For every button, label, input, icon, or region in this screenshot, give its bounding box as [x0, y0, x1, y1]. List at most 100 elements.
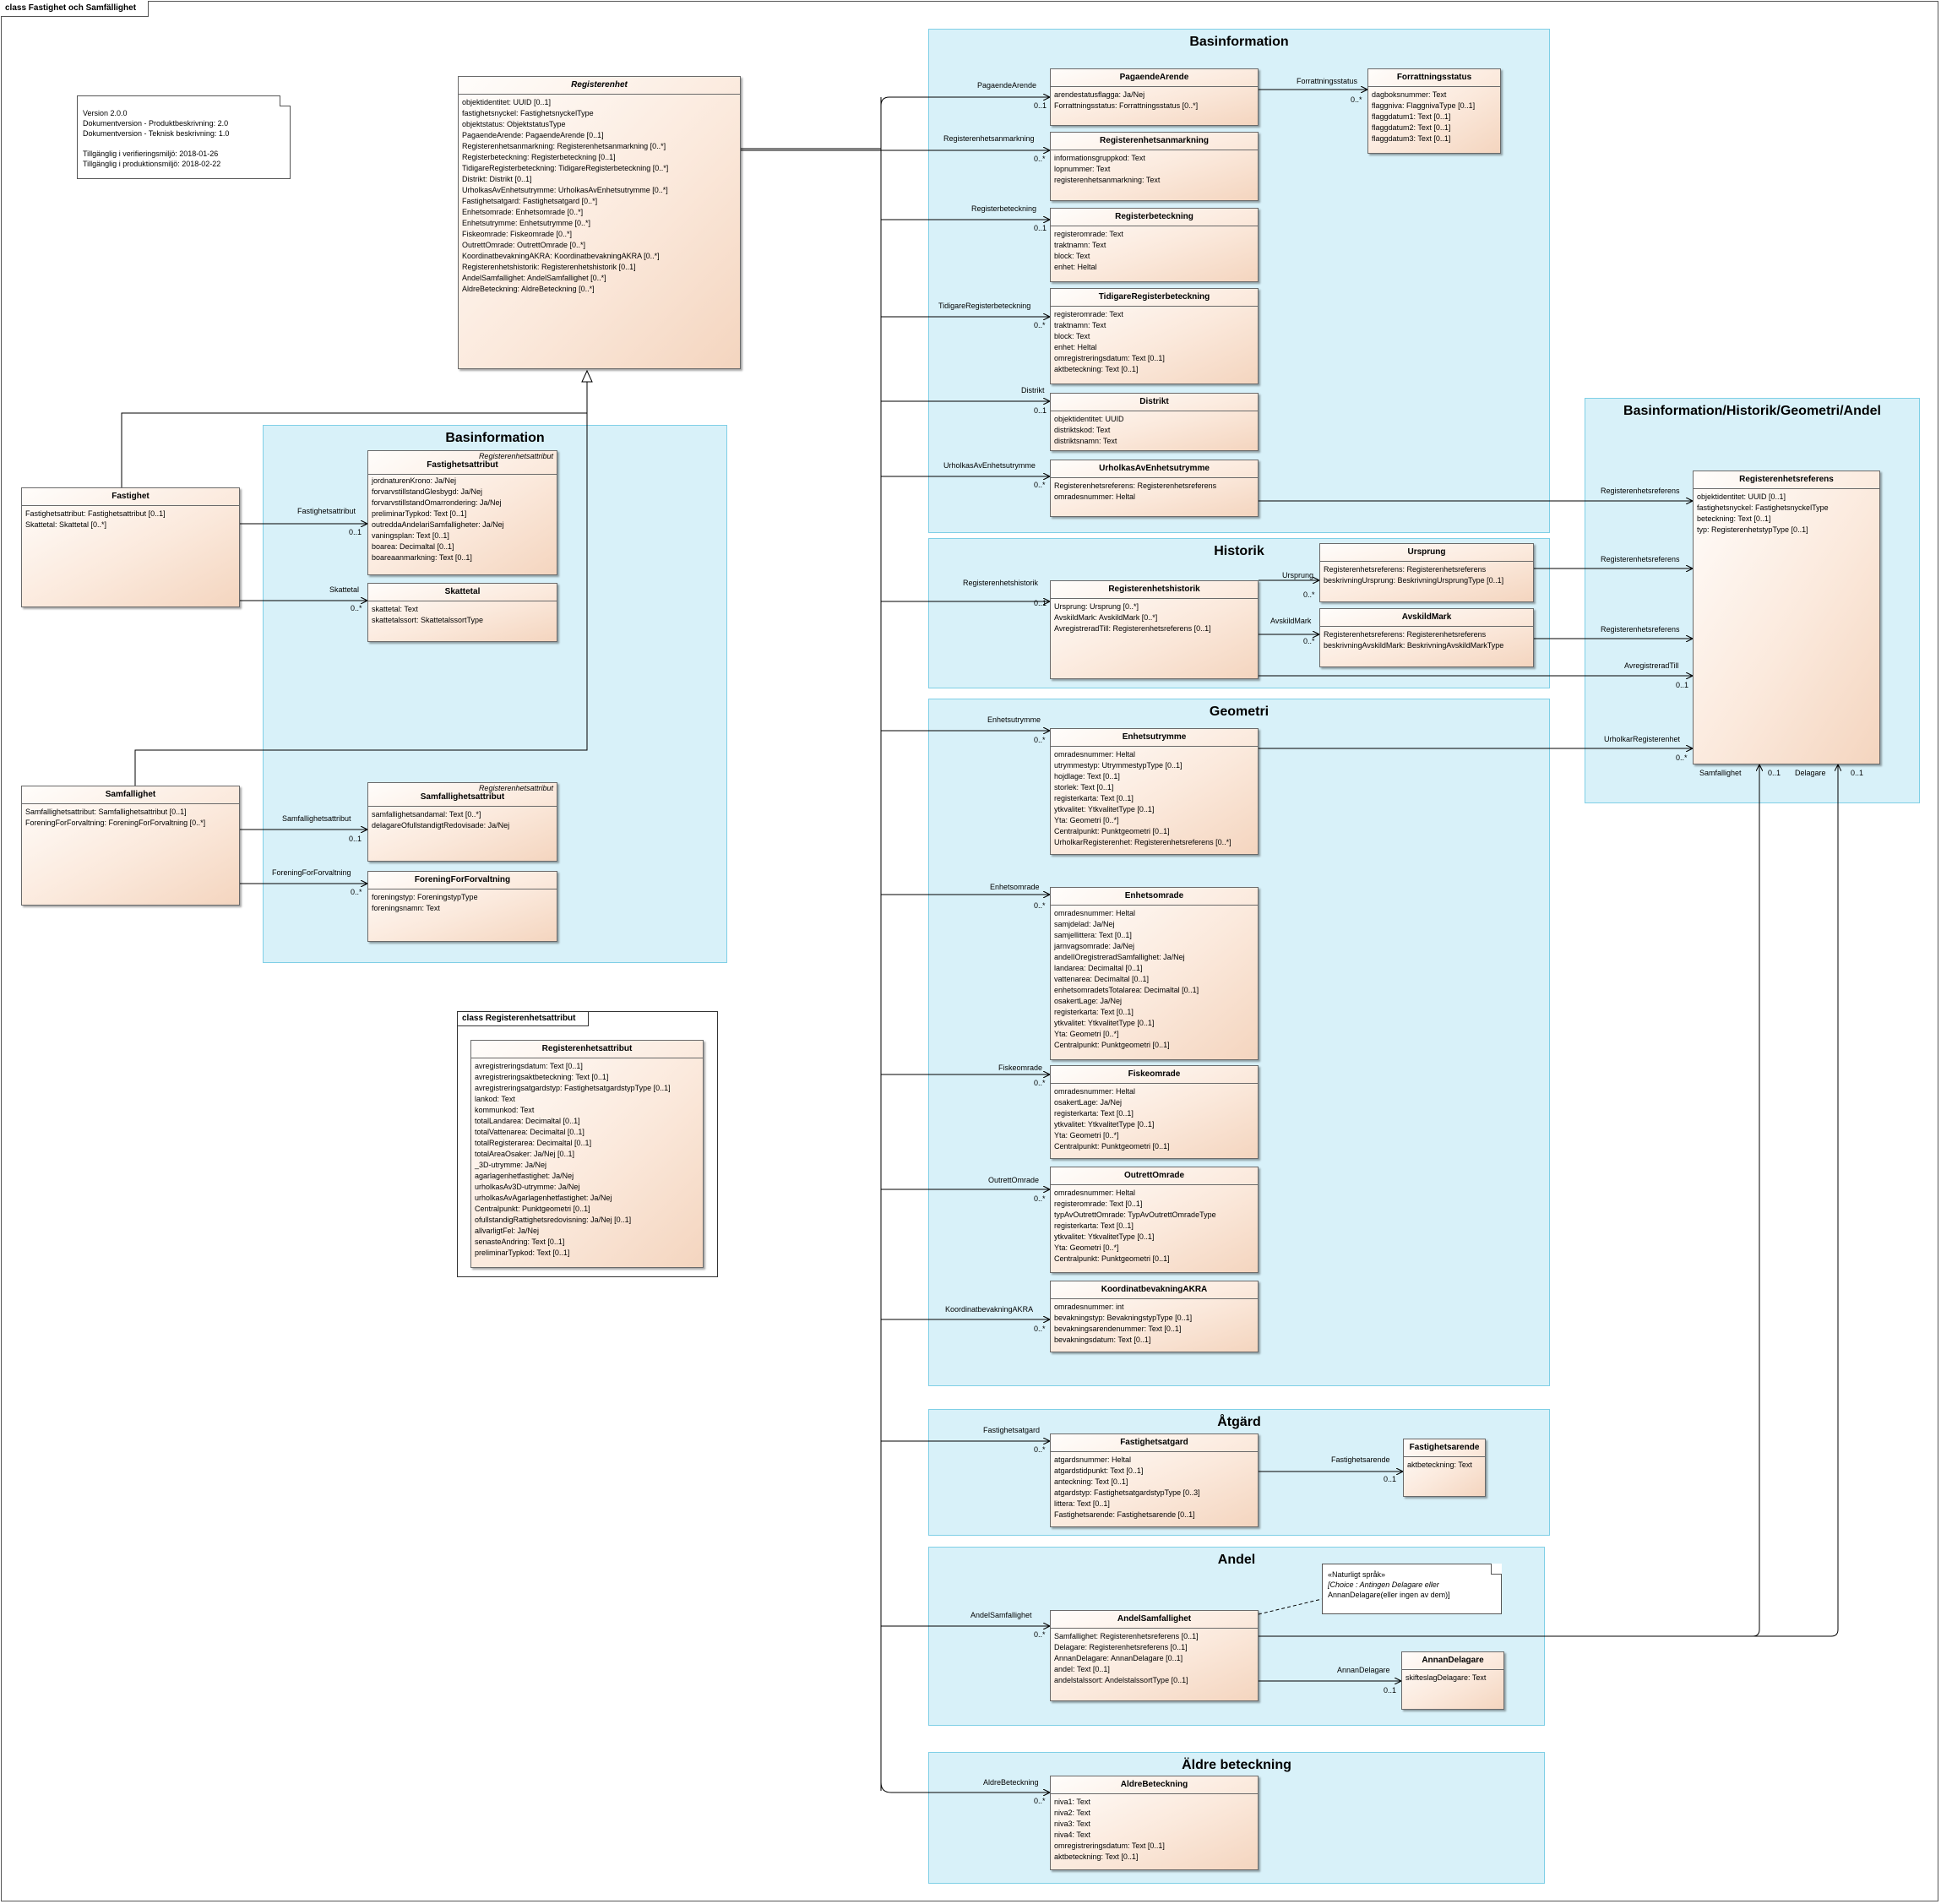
class-registerenhetsreferens[interactable]: Registerenhetsreferens objektidentitet: …	[1693, 471, 1880, 764]
note-line: Tillgänglig i verifieringsmiljö: 2018-01…	[83, 150, 219, 158]
class-attribute: objektidentitet: UUID [0..1]	[1697, 492, 1786, 501]
class-registerenhetshistorik[interactable]: Registerenhetshistorik Ursprung: Ursprun…	[1050, 580, 1259, 679]
class-registerenhet[interactable]: Registerenhet objektidentitet: UUID [0..…	[458, 76, 741, 369]
class-attribute: samfallighetsandamal: Text [0..*]	[372, 810, 481, 819]
role-label: Registerenhetsreferens	[1601, 625, 1680, 634]
role-label: AvregistreradTill	[1624, 661, 1679, 670]
multiplicity-label: 0..*	[1034, 1797, 1046, 1805]
note-fold-corner	[1491, 1564, 1502, 1575]
class-name: Registerenhetsattribut	[541, 1044, 633, 1053]
multiplicity-label: 0..1	[1034, 101, 1047, 110]
class-attribute: kommunkod: Text	[475, 1106, 535, 1114]
class-attributes: Samfallighetsattribut: Samfallighetsattr…	[22, 804, 239, 831]
class-tidigareregisterbeteckning[interactable]: TidigareRegisterbeteckning registeromrad…	[1050, 288, 1259, 384]
class-attribute: flaggdatum1: Text [0..1]	[1372, 112, 1451, 121]
role-label: Registerenhetsanmarkning	[943, 134, 1035, 143]
class-attribute: Registerenhetsreferens: Registerenhetsre…	[1324, 630, 1487, 639]
class-name: AldreBeteckning	[1120, 1780, 1188, 1789]
class-attribute: beskrivningUrsprung: BeskrivningUrsprung…	[1324, 576, 1504, 585]
class-name: Skattetal	[444, 587, 481, 596]
class-attribute: Registerenhetsreferens: Registerenhetsre…	[1054, 481, 1217, 490]
class-samfallighetsattribut[interactable]: Registerenhetsattribut Samfallighetsattr…	[367, 782, 557, 862]
class-attribute: dagboksnummer: Text	[1372, 90, 1447, 99]
role-label: UrholkarRegisterenhet	[1604, 735, 1681, 743]
role-label: Distrikt	[1021, 386, 1045, 394]
class-pagaendearende[interactable]: PagaendeArende arendestatusflagga: Ja/Ne…	[1050, 68, 1259, 126]
class-foreningforforvaltning[interactable]: ForeningForForvaltning foreningstyp: For…	[367, 871, 557, 942]
class-registerenhetsanmarkning[interactable]: Registerenhetsanmarkning informationsgru…	[1050, 132, 1259, 201]
class-attribute: Centralpunkt: Punktgeometri [0..1]	[475, 1205, 590, 1213]
class-name: AvskildMark	[1401, 612, 1452, 622]
role-label: OutrettOmrade	[988, 1176, 1040, 1184]
class-attribute: andel: Text [0..1]	[1054, 1665, 1110, 1673]
class-attribute: omradesnummer: Heltal	[1054, 1189, 1136, 1197]
class-attribute: registeromrade: Text	[1054, 230, 1123, 238]
generalization-samfallighet	[134, 382, 588, 786]
multiplicity-label: 0..*	[1034, 481, 1046, 489]
class-samfallighet[interactable]: Samfallighet Samfallighetsattribut: Samf…	[21, 786, 240, 906]
class-attribute: urholkasAv3D-utrymme: Ja/Nej	[475, 1183, 580, 1191]
class-fastighetsattribut[interactable]: Registerenhetsattribut Fastighetsattribu…	[367, 450, 557, 575]
package-title: Åtgärd	[1217, 1415, 1261, 1429]
package-title: Andel	[1217, 1553, 1256, 1567]
class-name: Forrattningsstatus	[1396, 73, 1472, 82]
class-urholkasavenhetsutrymme[interactable]: UrholkasAvEnhetsutrymme Registerenhetsre…	[1050, 460, 1259, 517]
class-name: PagaendeArende	[1119, 73, 1189, 82]
class-attribute: foreningstyp: ForeningstypType	[372, 893, 478, 901]
multiplicity-label: 0..1	[1676, 681, 1689, 689]
class-name: Registerenhet	[571, 80, 628, 90]
package-title: Äldre beteckning	[1182, 1758, 1291, 1772]
class-attribute: agarlagenhetfastighet: Ja/Nej	[475, 1172, 574, 1180]
note-line: Version 2.0.0	[83, 109, 128, 117]
class-attribute: outreddaAndelariSamfalligheter: Ja/Nej	[372, 520, 504, 529]
class-name: Registerenhetsanmarkning	[1100, 136, 1209, 145]
class-attribute: Registerenhetsreferens: Registerenhetsre…	[1324, 565, 1487, 574]
role-label: Samfallighetsattribut	[282, 814, 351, 823]
class-forrattningsstatus[interactable]: Forrattningsstatus dagboksnummer: Text fl…	[1367, 68, 1501, 154]
note-line: Tillgänglig i produktionsmiljö: 2018-02-…	[83, 160, 221, 168]
class-registerenhetsattribut[interactable]: Registerenhetsattribut avregistreringsda…	[470, 1040, 704, 1268]
class-attribute: Yta: Geometri [0..*]	[1054, 1030, 1119, 1038]
class-annandelagare[interactable]: AnnanDelagare skifteslagDelagare: Text	[1401, 1651, 1504, 1710]
package-title: Basinformation	[1189, 35, 1289, 49]
class-attribute: Delagare: Registerenhetsreferens [0..1]	[1054, 1643, 1188, 1651]
class-attribute: preliminarTypkod: Text [0..1]	[475, 1248, 570, 1257]
class-koordinatbevakningakra[interactable]: KoordinatbevakningAKRA omradesnummer: in…	[1050, 1281, 1259, 1352]
diagram-frame-title: class Fastighet och Samfällighet	[1, 1, 150, 17]
class-ursprung[interactable]: Ursprung Registerenhetsreferens: Registe…	[1319, 543, 1534, 602]
package-title: Geometri	[1209, 704, 1270, 719]
class-attribute: Enhetsomrade: Enhetsomrade [0..*]	[462, 208, 584, 216]
class-attribute: Skattetal: Skattetal [0..*]	[25, 520, 107, 529]
class-attribute: lopnummer: Text	[1054, 165, 1111, 173]
role-label: AvskildMark	[1270, 617, 1312, 625]
class-attribute: Registerbeteckning: Registerbeteckning […	[462, 153, 616, 161]
class-andelsamfallighet[interactable]: AndelSamfallighet Samfallighet: Register…	[1050, 1610, 1259, 1701]
class-attribute: registerkarta: Text [0..1]	[1054, 1109, 1134, 1118]
role-label: Fiskeomrade	[998, 1064, 1043, 1072]
class-fastighet[interactable]: Fastighet Fastighetsattribut: Fastighets…	[21, 487, 240, 607]
class-attribute: forvarvstillstandGlesbygd: Ja/Nej	[372, 487, 483, 496]
class-attribute: typ: RegisterenhetstypType [0..1]	[1697, 525, 1808, 534]
class-fastighetsarende[interactable]: Fastighetsarende aktbeteckning: Text	[1403, 1439, 1486, 1497]
class-attribute: block: Text	[1054, 252, 1090, 260]
class-avskildmark[interactable]: AvskildMark Registerenhetsreferens: Regi…	[1319, 608, 1534, 667]
role-label: Forrattningsstatus	[1297, 77, 1358, 85]
generalization-arrowhead	[581, 369, 593, 383]
